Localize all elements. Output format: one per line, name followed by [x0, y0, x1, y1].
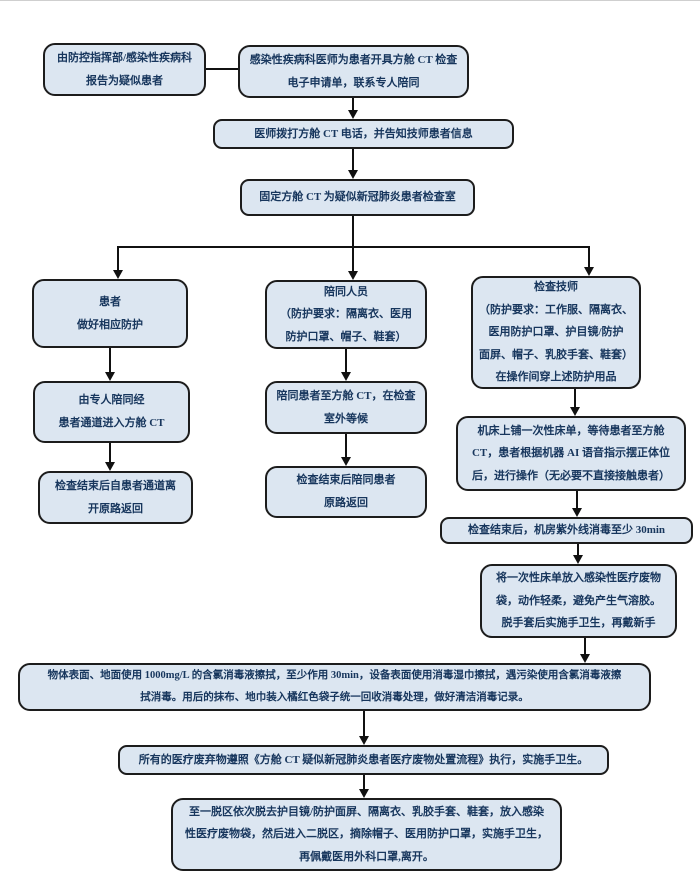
connector-patient2-3: [109, 443, 111, 462]
connector-patient1-2: [109, 348, 111, 372]
connector-tech1-2: [574, 389, 576, 407]
arrowhead-tech2-3: [572, 508, 582, 517]
flow-node-sheet-disposal: 将一次性床单放入感染性医疗废物 袋，动作轻柔，避免产生气溶胶。 脱手套后实施手卫…: [480, 564, 677, 638]
flow-node-medical-waste: 所有的医疗废弃物遵照《方舱 CT 疑似新冠肺炎患者医疗废物处置流程》执行，实施手…: [118, 745, 609, 775]
flow-node-report-suspected: 由防控指挥部/感染性疾病科 报告为疑似患者: [43, 43, 206, 96]
flow-node-patient-enter: 由专人陪同经 患者通道进入方舱 CT: [33, 381, 190, 443]
arrowhead-patient1-2: [105, 372, 115, 381]
connector-order-call: [352, 98, 354, 111]
flow-node-patient-return: 检查结束后自患者通道离 开原路返回: [38, 471, 193, 524]
connector-tech2-3: [576, 491, 578, 508]
flow-node-uv-disinfect: 检查结束后，机房紫外线消毒至少 30min: [440, 517, 693, 544]
arrowhead-order-call: [348, 110, 358, 119]
arrowhead-escort1-2: [341, 372, 351, 381]
connector-tech4-clean: [584, 638, 586, 654]
flow-node-escort-requirements: 陪同人员 （防护要求：隔离衣、医用 防护口罩、帽子、鞋套）: [265, 280, 427, 349]
connector-branch-patient: [117, 246, 119, 270]
connector-call-fix: [352, 149, 354, 170]
connector-clean-waste: [363, 711, 365, 736]
flow-node-doctor-order: 感染性疾病科医师为患者开具方舱 CT 检查 电子申请单，联系专人陪同: [238, 45, 469, 98]
flow-node-fix-exam-room: 固定方舱 CT 为疑似新冠肺炎患者检查室: [240, 179, 475, 216]
flow-node-doffing-leave: 至一脱区依次脱去护目镜/防护面屏、隔离衣、乳胶手套、鞋套，放入感染 性医疗废物袋…: [171, 798, 562, 871]
arrowhead-clean-waste: [359, 736, 369, 745]
connector-escort2-3: [345, 434, 347, 457]
arrowhead-branch-patient: [113, 270, 123, 279]
arrowhead-branch-escort: [348, 271, 358, 280]
flow-node-tech-requirements: 检查技师 （防护要求：工作服、隔离衣、 医用防护口罩、护目镜/防护 面屏、帽子、…: [471, 276, 641, 389]
connector-report-order: [206, 68, 238, 70]
arrowhead-tech4-clean: [580, 654, 590, 663]
arrowhead-branch-tech: [584, 267, 594, 276]
connector-waste-doff: [363, 775, 365, 789]
arrowhead-tech3-4: [573, 555, 583, 564]
connector-escort1-2: [345, 349, 347, 372]
arrowhead-escort2-3: [341, 457, 351, 466]
arrowhead-waste-doff: [359, 789, 369, 798]
arrowhead-tech1-2: [570, 407, 580, 416]
arrowhead-patient2-3: [105, 462, 115, 471]
flow-node-call-ct: 医师拨打方舱 CT 电话，并告知技师患者信息: [213, 119, 514, 149]
connector-tech3-4: [577, 544, 579, 555]
flow-node-patient-protect: 患者 做好相应防护: [32, 279, 188, 348]
flow-node-surface-disinfect: 物体表面、地面使用 1000mg/L 的含氯消毒液擦拭，至少作用 30min，设…: [18, 663, 651, 711]
flow-node-escort-return: 检查结束后陪同患者 原路返回: [265, 466, 427, 518]
flow-node-escort-wait: 陪同患者至方舱 CT，在检查 室外等候: [265, 381, 427, 434]
arrowhead-call-fix: [348, 170, 358, 179]
connector-branch-tech: [588, 246, 590, 267]
connector-fix-branch: [352, 216, 354, 247]
connector-branch-escort: [352, 246, 354, 272]
flow-node-tech-operate: 机床上铺一次性床单，等待患者至方舱 CT，患者根据机器 AI 语音指示摆正体位 …: [456, 416, 686, 491]
